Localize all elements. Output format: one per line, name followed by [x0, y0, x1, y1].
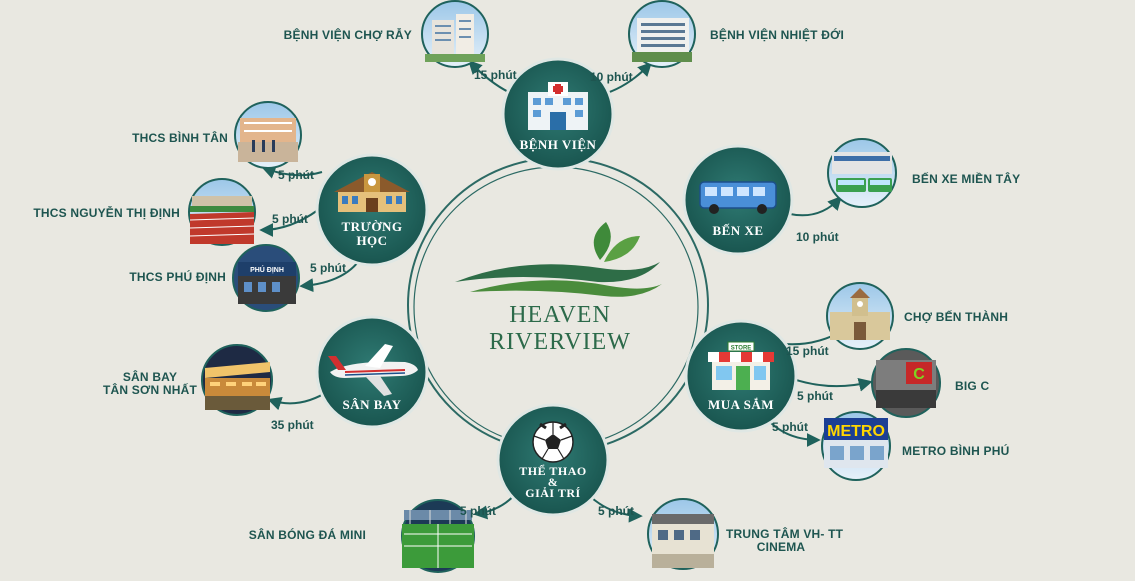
place-label-san-bong: SÂN BÓNG ĐÁ MINI	[248, 528, 366, 542]
hospital-icon	[528, 82, 588, 130]
place-label-tsn-line1: SÂN BAY	[122, 370, 178, 384]
place-label-vh-line1: TRUNG TÂM VH- TT	[726, 527, 844, 541]
place-label-phu-dinh: THCS PHÚ ĐỊNH	[129, 270, 226, 284]
time-mien-tay: 10 phút	[796, 230, 839, 244]
hub-shopping[interactable]: STORE	[684, 319, 798, 433]
photo-big-c: C	[871, 348, 941, 418]
hub-label-hospital: BỆNH VIỆN	[519, 137, 597, 152]
hub-label-school-line1: TRƯỜNG	[341, 219, 403, 234]
leaf-logo-icon	[455, 222, 662, 297]
hub-label-airport: SÂN BAY	[342, 397, 402, 412]
photo-tan-son-nhat	[201, 344, 273, 416]
place-label-cho-ray: BỆNH VIỆN CHỢ RẪY	[283, 28, 412, 42]
time-big-c: 5 phút	[797, 389, 833, 403]
place-label-metro: METRO BÌNH PHÚ	[902, 444, 1010, 458]
airplane-icon	[328, 344, 418, 396]
photo-nguyen-thi-dinh	[188, 178, 256, 246]
place-label-nguyen-thi-dinh: THCS NGUYỄN THỊ ĐỊNH	[33, 206, 180, 220]
time-metro: 5 phút	[772, 420, 808, 434]
time-cho-ray: 15 phút	[474, 68, 517, 82]
time-nhiet-doi: 10 phút	[590, 70, 633, 84]
hub-label-school: TRƯỜNG HỌC	[312, 220, 432, 248]
place-label-mien-tay: BẾN XE MIỀN TÂY	[912, 172, 1021, 186]
store-sign-text: STORE	[731, 346, 752, 352]
place-label-tsn-line2: TÂN SƠN NHẤT	[103, 383, 197, 397]
bus-icon	[699, 181, 777, 214]
hub-label-sports-amp: &	[547, 475, 559, 489]
photo-mien-tay	[827, 138, 897, 208]
metro-sign-text: METRO	[827, 423, 885, 440]
time-tsn: 35 phút	[271, 418, 314, 432]
store-icon: STORE	[708, 341, 774, 390]
place-label-tan-son-nhat: SÂN BAY TÂN SƠN NHẤT	[100, 371, 200, 397]
time-phu-dinh: 5 phút	[310, 261, 346, 275]
hub-label-sports-line1: THỂ THAO	[519, 464, 587, 478]
hub-school[interactable]	[315, 153, 429, 267]
place-label-big-c: BIG C	[955, 379, 990, 393]
hub-label-school-line2: HỌC	[356, 233, 388, 248]
photo-binh-tan	[234, 101, 302, 169]
photo-ben-thanh	[826, 282, 894, 350]
photo-san-bong	[401, 499, 475, 573]
hub-hospital[interactable]	[501, 57, 615, 171]
hub-bus[interactable]	[682, 144, 794, 256]
hub-sports[interactable]	[496, 403, 610, 517]
brand-name: HEAVEN RIVERVIEW	[489, 302, 631, 355]
hub-label-bus: BẾN XE	[712, 223, 764, 238]
time-vh: 5 phút	[598, 504, 634, 518]
school-icon	[334, 172, 410, 212]
hub-label-sports-line2: GIẢI TRÍ	[525, 486, 581, 500]
photo-vh-cinema	[647, 498, 719, 570]
place-label-ben-thanh: CHỢ BẾN THÀNH	[904, 310, 1009, 324]
place-label-vh-cinema: TRUNG TÂM VH- TT CINEMA	[726, 527, 844, 554]
time-ben-thanh: 15 phút	[786, 344, 829, 358]
time-binh-tan: 5 phút	[278, 168, 314, 182]
time-san-bong: 5 phút	[460, 504, 496, 518]
time-nguyen-thi-dinh: 5 phút	[272, 212, 308, 226]
hub-airport[interactable]	[315, 315, 429, 429]
soccer-ball-icon	[532, 421, 574, 463]
photo-cho-ray	[421, 0, 489, 68]
photo-phu-dinh: PHÚ ĐỊNH	[232, 244, 300, 312]
hub-label-shopping: MUA SẮM	[708, 397, 774, 412]
photo-nhiet-doi	[628, 0, 696, 68]
place-label-vh-line2: CINEMA	[756, 540, 806, 554]
big-c-sign-text: C	[913, 366, 925, 383]
hub-label-sports: THỂ THAO & GIẢI TRÍ	[493, 464, 613, 500]
place-label-nhiet-doi: BỆNH VIỆN NHIỆT ĐỚI	[710, 28, 845, 42]
phu-dinh-sign-text: PHÚ ĐỊNH	[250, 265, 284, 274]
photo-metro: METRO	[821, 411, 891, 481]
place-label-binh-tan: THCS BÌNH TÂN	[132, 131, 228, 145]
